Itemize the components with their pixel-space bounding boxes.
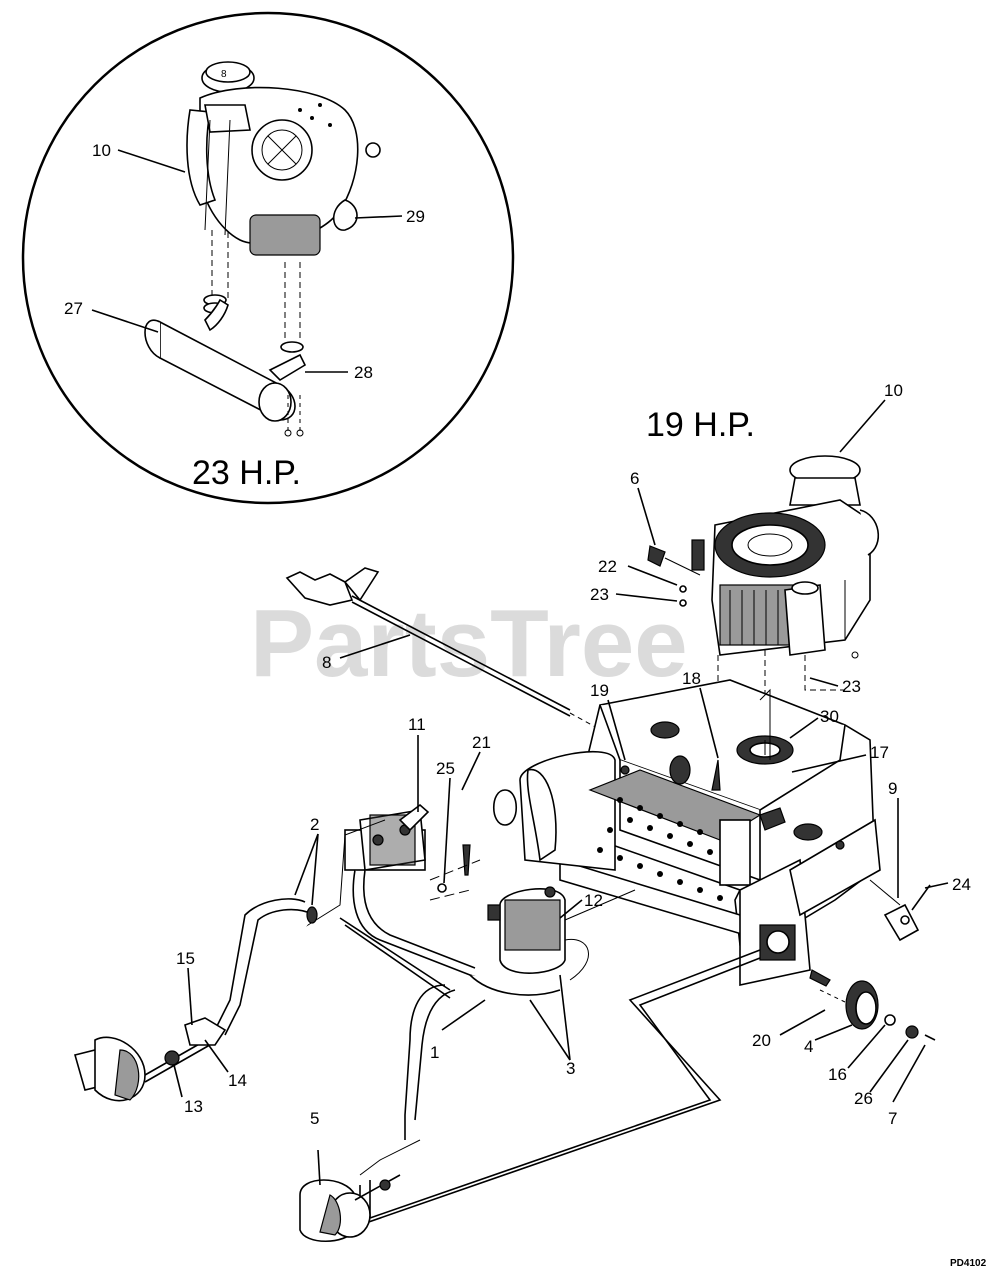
callout-27: 27	[64, 299, 83, 318]
wheel-motor-bottom	[299, 1174, 401, 1242]
callout-15: 15	[176, 949, 195, 968]
callout-21: 21	[472, 733, 491, 752]
callout-23-b: 23	[842, 677, 861, 696]
callout-9: 9	[888, 779, 897, 798]
inset-engine: 8	[186, 61, 381, 256]
wheel-hub	[809, 969, 936, 1041]
main-hp-label: 19 H.P.	[646, 406, 755, 444]
callout-28: 28	[354, 363, 373, 382]
hoses	[214, 869, 761, 1227]
wheel-motor-left	[74, 1017, 227, 1102]
callout-30: 30	[820, 707, 839, 726]
callout-18: 18	[682, 669, 701, 688]
callout-13: 13	[184, 1097, 203, 1116]
svg-text:8: 8	[221, 69, 227, 80]
callout-8: 8	[322, 653, 331, 672]
callout-5: 5	[310, 1109, 319, 1128]
callout-12: 12	[584, 891, 603, 910]
callout-10-inset: 10	[92, 141, 111, 160]
hydraulic-pump	[344, 803, 430, 871]
callout-10-main: 10	[884, 381, 903, 400]
callout-1: 1	[430, 1043, 439, 1062]
leader-lines	[173, 399, 949, 1186]
frame	[493, 679, 901, 986]
pump-12	[487, 886, 636, 981]
inset-23hp: 8	[21, 11, 515, 505]
control-rod	[285, 567, 611, 736]
callout-2: 2	[310, 815, 319, 834]
callout-29: 29	[406, 207, 425, 226]
inset-circle	[21, 11, 515, 505]
callout-24: 24	[952, 875, 971, 894]
callout-22: 22	[598, 557, 617, 576]
callout-6: 6	[630, 469, 639, 488]
inset-hp-label: 23 H.P.	[192, 454, 301, 492]
watermark: PartsTree	[250, 590, 688, 697]
muffler	[144, 298, 307, 422]
callout-19: 19	[590, 681, 609, 700]
callout-26: 26	[854, 1089, 873, 1108]
callout-14: 14	[228, 1071, 247, 1090]
callout-3: 3	[566, 1059, 575, 1078]
callout-25: 25	[436, 759, 455, 778]
diagram-code: PD4102	[950, 1258, 987, 1269]
callout-11: 11	[408, 715, 426, 734]
callout-17: 17	[870, 743, 889, 762]
callout-7: 7	[888, 1109, 897, 1128]
callout-23-a: 23	[590, 585, 609, 604]
callout-20: 20	[752, 1031, 771, 1050]
callout-16: 16	[828, 1065, 847, 1084]
callout-4: 4	[804, 1037, 813, 1056]
main-engine	[711, 455, 880, 760]
